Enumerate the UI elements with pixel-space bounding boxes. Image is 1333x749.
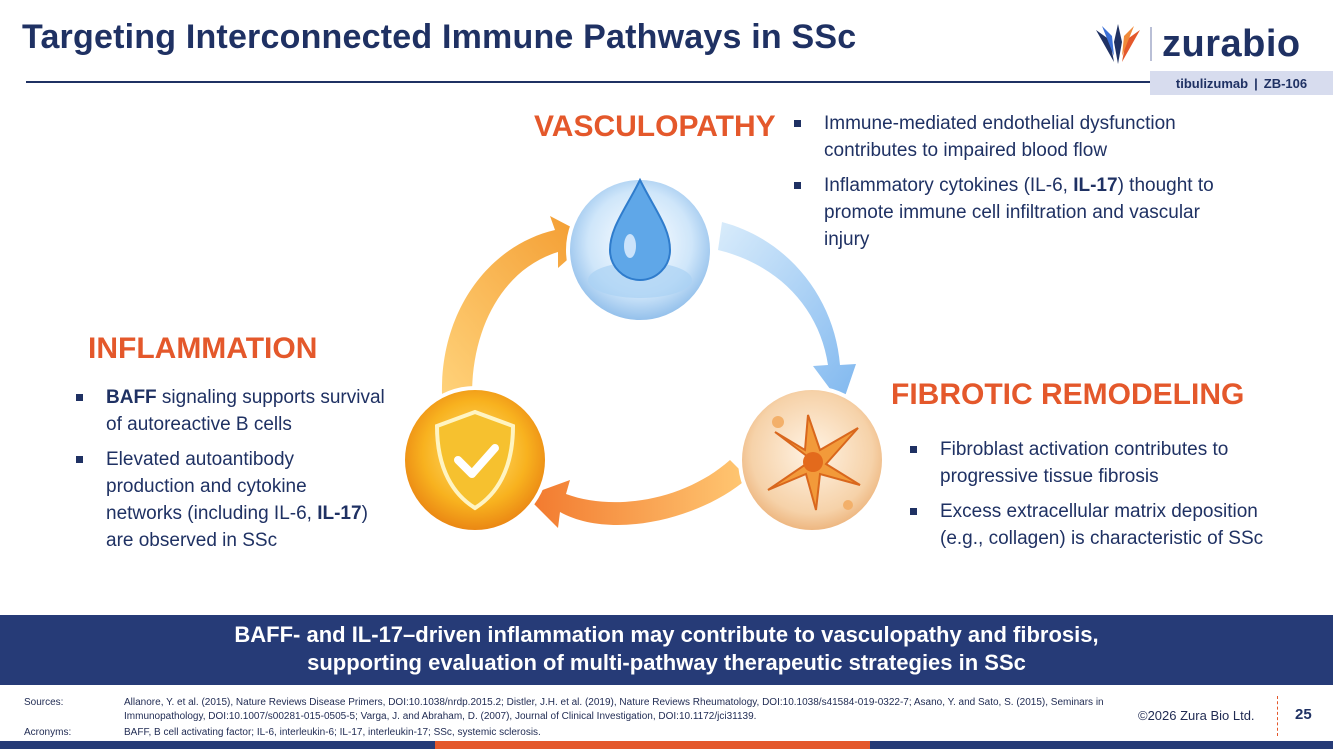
arrow-fibrotic-to-inflammation — [526, 460, 748, 528]
banner-line-2: supporting evaluation of multi-pathway t… — [307, 650, 1026, 675]
inflammation-heading: INFLAMMATION — [88, 332, 318, 365]
arrow-vasculopathy-to-fibrotic — [718, 222, 856, 405]
bullet-text: ) thought to promote immune cell infiltr… — [824, 175, 1214, 250]
product-code: ZB-106 — [1263, 75, 1308, 91]
product-name: tibulizumab — [1175, 75, 1249, 91]
product-tag-separator: | — [1254, 75, 1258, 91]
footer-bar-navy — [0, 741, 435, 749]
inflammation-bullet: Elevated autoantibody production and cyt… — [76, 446, 386, 554]
fibrotic-bullet: Excess extracellular matrix deposition (… — [910, 498, 1300, 552]
bullet-text: Inflammatory cytokines (IL-6, — [824, 175, 1074, 196]
footer-bar-orange — [435, 741, 870, 749]
page-title: Targeting Interconnected Immune Pathways… — [22, 18, 857, 56]
vasculopathy-bullets: Immune-mediated endothelial dysfunction … — [794, 110, 1224, 261]
inflammation-bullets: BAFF signaling supports survival of auto… — [76, 384, 386, 562]
sources-label: Sources: — [24, 697, 64, 708]
water-drop-icon — [608, 177, 672, 281]
banner-line-1: BAFF- and IL-17–driven inflammation may … — [234, 622, 1099, 647]
sources-text: Allanore, Y. et al. (2015), Nature Revie… — [124, 697, 1104, 722]
inflammation-bullet: BAFF signaling supports survival of auto… — [76, 384, 386, 438]
fibrotic-bullets: Fibroblast activation contributes to pro… — [910, 436, 1300, 560]
bullet-text: signaling supports survival of autoreact… — [106, 387, 385, 435]
copyright: ©2026 Zura Bio Ltd. — [1138, 708, 1255, 723]
bullet-text: Fibroblast activation contributes to pro… — [940, 439, 1229, 487]
zurabio-logo: zurabio — [1092, 22, 1301, 66]
bullet-bold: IL-17 — [317, 503, 362, 524]
fibrotic-heading: FIBROTIC REMODELING — [891, 378, 1245, 411]
bullet-text: ) are observed in SSc — [106, 503, 368, 551]
page-number-divider — [1277, 696, 1279, 736]
inflammation-node — [401, 386, 549, 534]
fibrotic-bullet: Fibroblast activation contributes to pro… — [910, 436, 1300, 490]
bullet-text: Excess extracellular matrix deposition (… — [940, 501, 1264, 549]
product-tag: tibulizumab | ZB-106 — [1150, 71, 1333, 95]
header-rule — [26, 81, 1156, 83]
vasculopathy-bullet: Immune-mediated endothelial dysfunction … — [794, 110, 1224, 164]
bullet-text: Immune-mediated endothelial dysfunction … — [824, 113, 1176, 161]
pathway-cycle-diagram — [401, 176, 886, 534]
bullet-bold: BAFF — [106, 387, 157, 408]
vasculopathy-heading: VASCULOPATHY — [534, 110, 776, 143]
shield-check-icon — [434, 409, 516, 511]
fibrotic-node — [738, 386, 886, 534]
bullet-bold: IL-17 — [1073, 175, 1118, 196]
key-message-banner: BAFF- and IL-17–driven inflammation may … — [0, 615, 1333, 685]
vasculopathy-bullet: Inflammatory cytokines (IL-6, IL-17) tho… — [794, 172, 1224, 253]
page-number: 25 — [1295, 706, 1312, 723]
acronyms-label: Acronyms: — [24, 727, 72, 738]
logo-wordmark: zurabio — [1162, 22, 1301, 65]
vasculopathy-node — [566, 176, 714, 324]
zurabio-logo-icon — [1096, 24, 1140, 64]
logo-separator — [1150, 27, 1152, 61]
footer-bar-navy-right — [870, 741, 1333, 749]
acronyms-text: BAFF, B cell activating factor; IL-6, in… — [124, 727, 541, 738]
bullet-text: Elevated autoantibody production and cyt… — [106, 449, 318, 524]
